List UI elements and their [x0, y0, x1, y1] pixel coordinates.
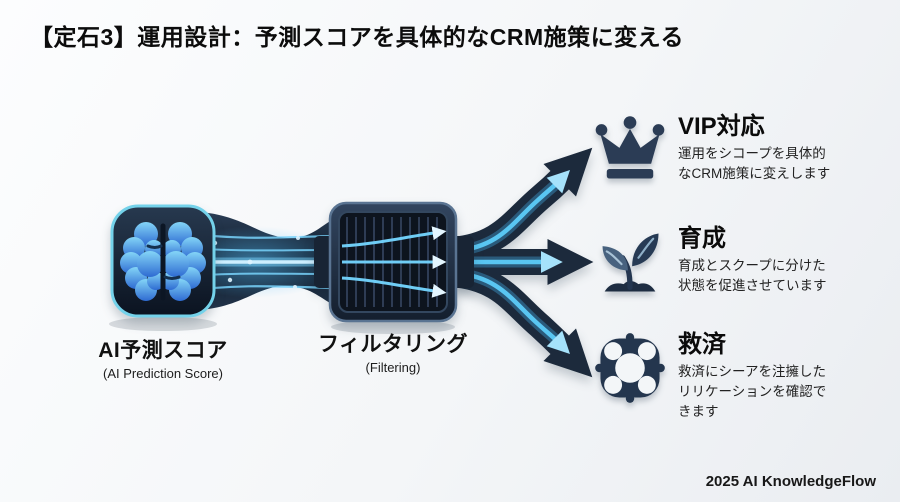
outcome-description: 運用をシコープを具体的 なCRM施策に変えします	[678, 146, 831, 181]
crown-icon	[595, 116, 665, 179]
outcome-rescue: 救済 救済にシーアを注擁した リリケーションを確認で きます	[592, 330, 892, 421]
brain-icon	[110, 204, 216, 318]
outcome-nurture: 育成 育成とスクープに分けた 状態を促進させています	[592, 224, 892, 300]
filter-icon	[314, 201, 474, 323]
filter-node-label: フィルタリング (Filtering)	[298, 328, 488, 375]
sprout-icon	[602, 233, 659, 292]
filter-label: フィルタリング	[317, 333, 469, 356]
filter-sublabel: (Filtering)	[365, 360, 421, 375]
lifebuoy-icon	[595, 333, 665, 403]
page-title: 【定石3】運用設計：予測スコアを具体的なCRM施策に変える	[30, 24, 684, 50]
outcome-title: 救済	[678, 331, 726, 358]
shadows	[109, 317, 455, 334]
source-node-label: AI予測スコア (AI Prediction Score)	[68, 334, 258, 381]
source-label: AI予測スコア	[98, 339, 228, 362]
outcome-description: 救済にシーアを注擁した リリケーションを確認で きます	[678, 364, 827, 419]
source-sublabel: (AI Prediction Score)	[103, 366, 223, 381]
outcome-title: VIP対応	[678, 113, 765, 140]
footer-credit: 2025 AI KnowledgeFlow	[705, 473, 876, 490]
outcome-vip: VIP対応 運用をシコープを具体的 なCRM施策に変えします	[592, 112, 892, 188]
outcome-title: 育成	[678, 225, 726, 252]
outcome-description: 育成とスクープに分けた 状態を促進させています	[678, 258, 827, 293]
